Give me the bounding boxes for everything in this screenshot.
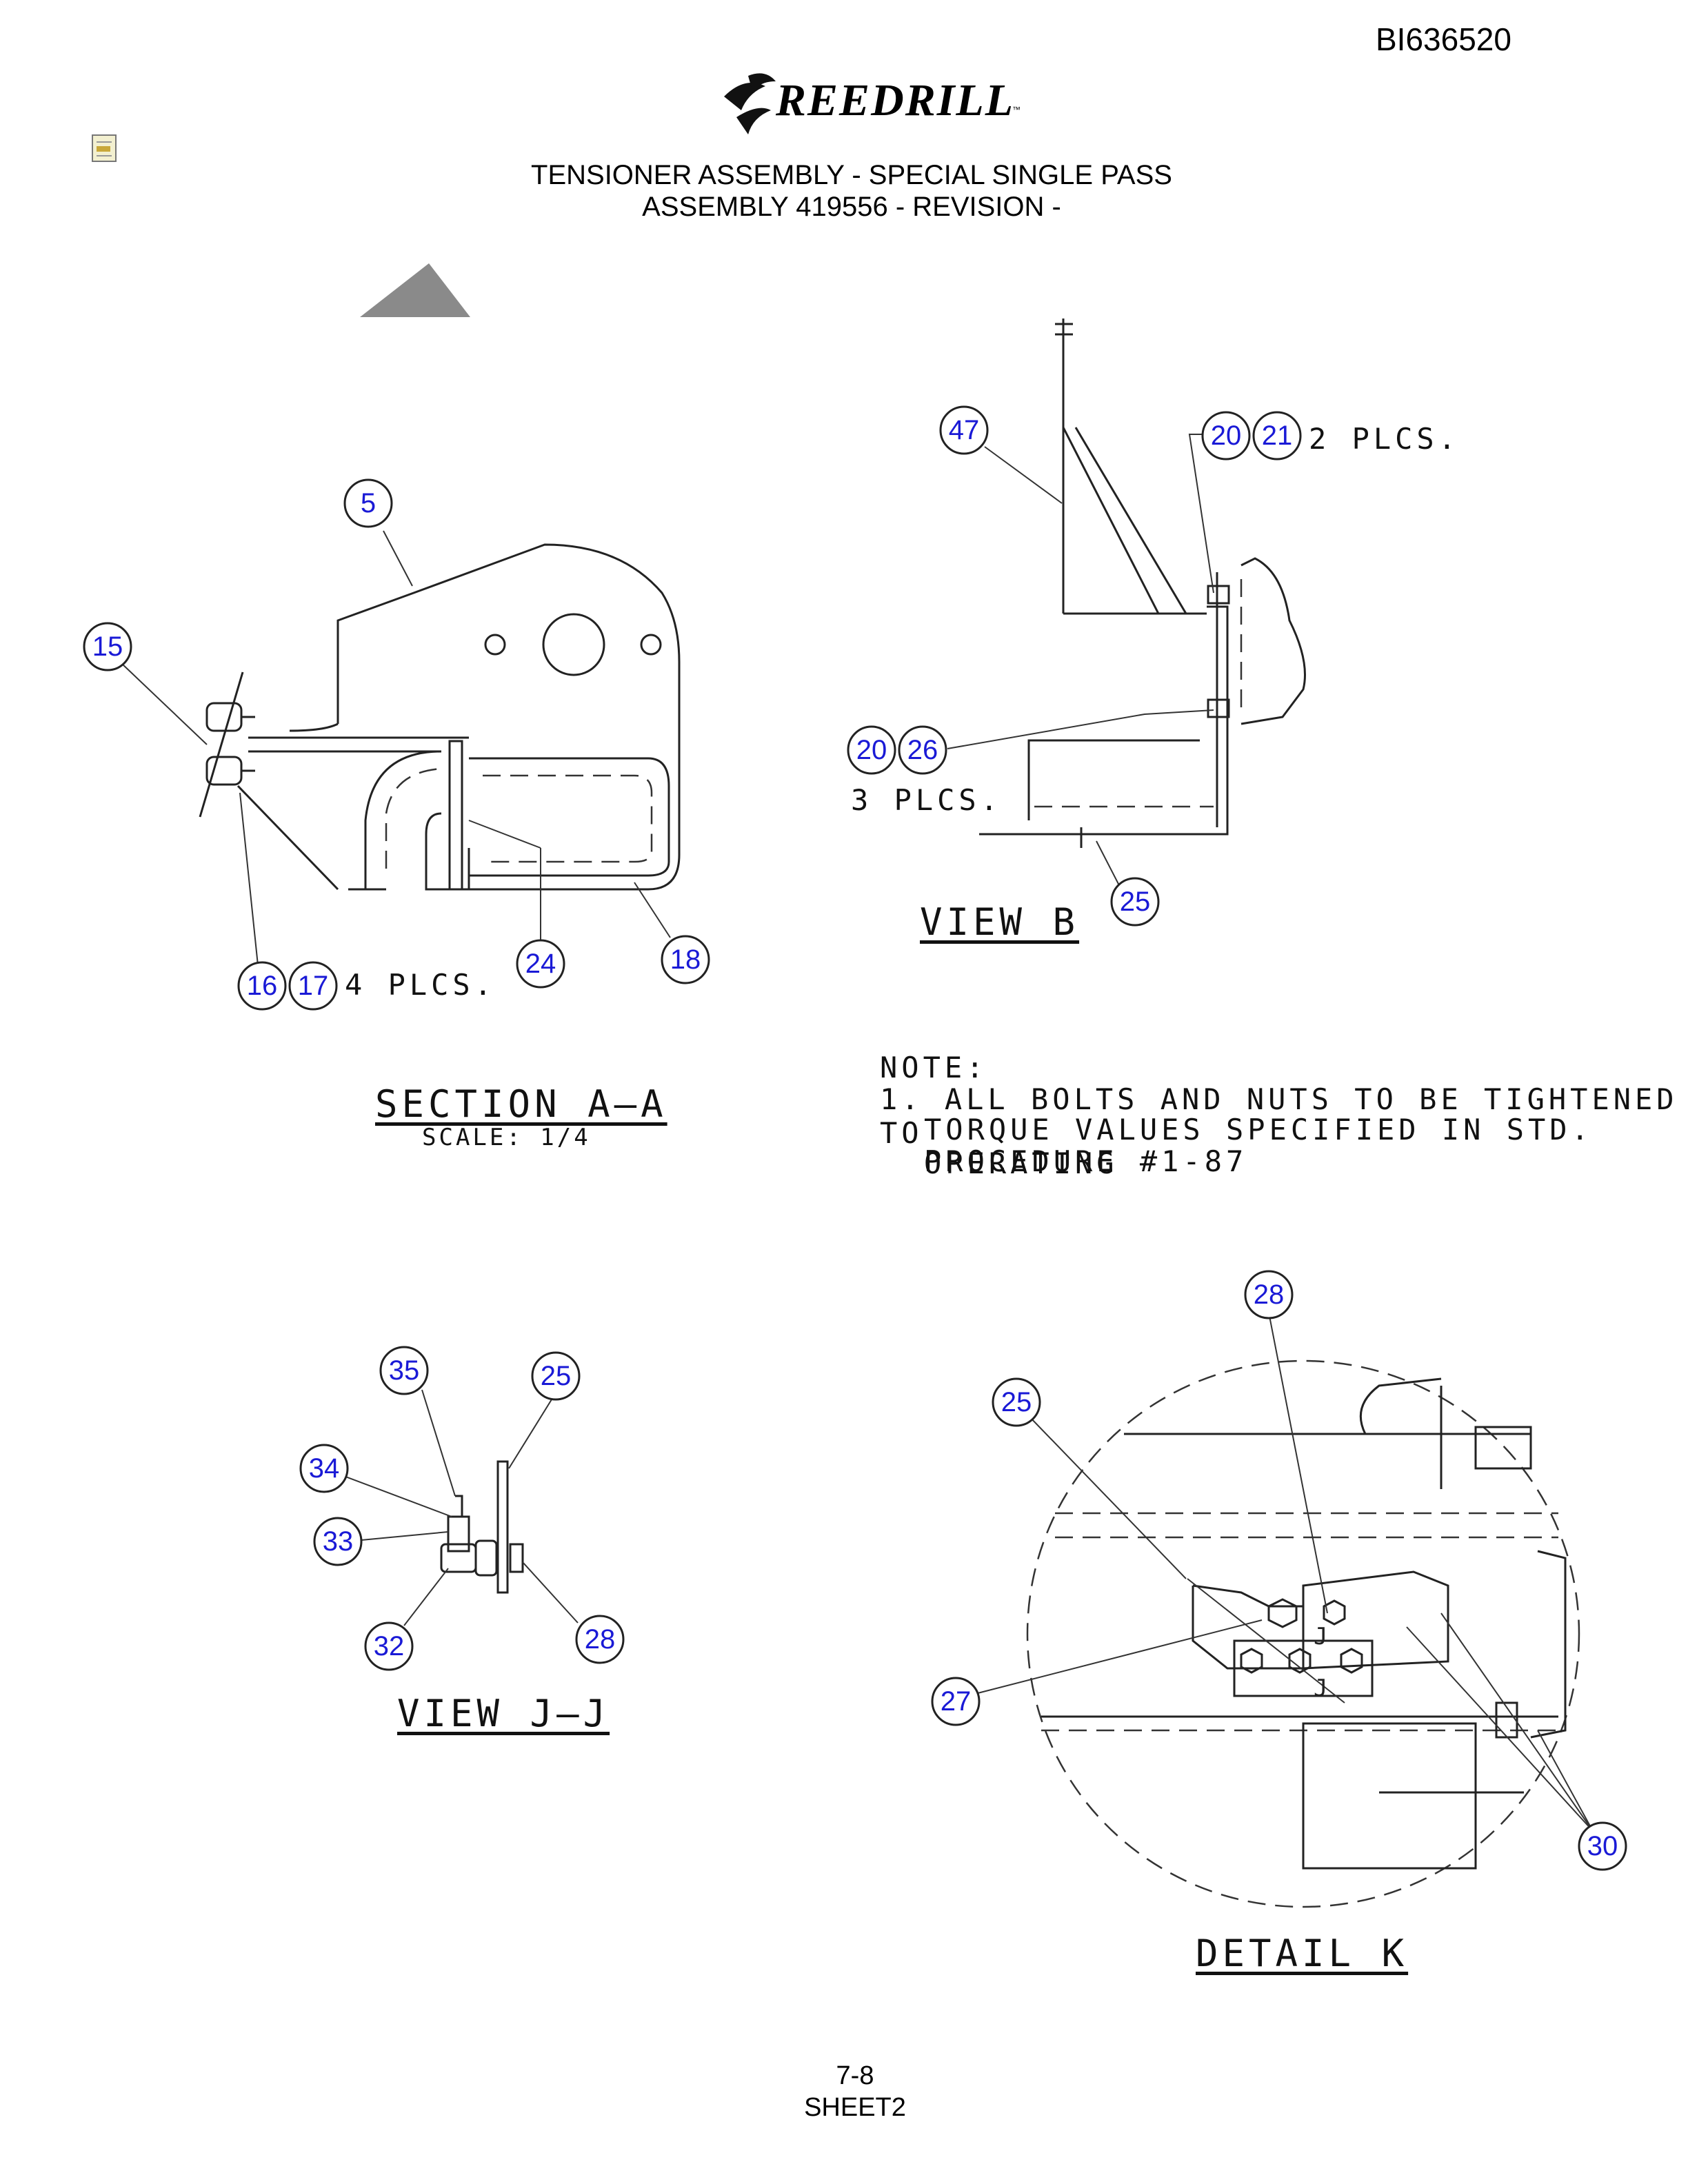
balloon-20-bottom[interactable]: 20 xyxy=(847,725,896,775)
svg-text:47: 47 xyxy=(949,415,980,445)
balloon-32[interactable]: 32 xyxy=(364,1621,414,1671)
detail-k-marker-j-top: J xyxy=(1314,1623,1327,1650)
page-number: 7-8 xyxy=(836,2061,874,2090)
svg-text:26: 26 xyxy=(907,735,938,765)
detail-k-drawing xyxy=(977,1312,1594,1908)
balloon-28-detail-k[interactable]: 28 xyxy=(1244,1270,1294,1320)
sheet-number: SHEET2 xyxy=(804,2093,906,2122)
svg-text:25: 25 xyxy=(541,1361,572,1391)
balloon-25-view-b[interactable]: 25 xyxy=(1110,877,1160,927)
balloon-15[interactable]: 15 xyxy=(83,622,132,671)
svg-text:20: 20 xyxy=(856,735,887,765)
balloon-28-view-jj[interactable]: 28 xyxy=(575,1615,625,1664)
svg-text:32: 32 xyxy=(374,1631,405,1661)
detail-k-marker-j-bottom: J xyxy=(1314,1675,1327,1702)
logo-trademark: ™ xyxy=(1012,105,1021,114)
svg-text:15: 15 xyxy=(92,631,123,662)
svg-text:21: 21 xyxy=(1262,421,1293,451)
grey-triangle-marker xyxy=(360,263,470,317)
note-4-plcs: 4 PLCS. xyxy=(345,968,496,1002)
balloon-30[interactable]: 30 xyxy=(1578,1821,1627,1871)
svg-text:30: 30 xyxy=(1587,1831,1618,1861)
view-jj-drawing xyxy=(341,1389,579,1626)
balloon-27[interactable]: 27 xyxy=(931,1677,981,1726)
svg-text:18: 18 xyxy=(670,944,701,975)
document-icon[interactable] xyxy=(92,134,117,162)
svg-text:16: 16 xyxy=(247,971,278,1001)
balloon-26[interactable]: 26 xyxy=(898,725,947,775)
note-heading: NOTE: xyxy=(880,1051,988,1084)
balloon-35[interactable]: 35 xyxy=(379,1346,429,1395)
svg-text:17: 17 xyxy=(298,971,329,1001)
section-aa-title: SECTION A–A xyxy=(375,1082,667,1126)
note-2-plcs: 2 PLCS. xyxy=(1309,422,1460,456)
balloon-20-top[interactable]: 20 xyxy=(1201,411,1251,461)
note-line-3: PROCEDURE #1-87 xyxy=(924,1144,1248,1178)
svg-text:25: 25 xyxy=(1001,1387,1032,1417)
section-aa-scale: SCALE: 1/4 xyxy=(422,1124,591,1151)
note-3-plcs: 3 PLCS. xyxy=(851,783,1003,817)
assembly-number: ASSEMBLY 419556 - REVISION - xyxy=(642,192,1061,222)
reedrill-logo-icon xyxy=(724,73,776,134)
balloon-25-view-jj[interactable]: 25 xyxy=(531,1351,581,1401)
note-line-1: 1. ALL BOLTS AND NUTS TO BE TIGHTENED TO xyxy=(880,1082,1678,1150)
note-line-2: TORQUE VALUES SPECIFIED IN STD. OPERATIN… xyxy=(924,1113,1593,1180)
balloon-16[interactable]: 16 xyxy=(237,961,287,1011)
svg-text:33: 33 xyxy=(323,1526,354,1557)
balloon-33[interactable]: 33 xyxy=(313,1517,363,1566)
view-jj-title: VIEW J–J xyxy=(397,1692,610,1735)
view-b-drawing xyxy=(947,318,1306,890)
svg-text:25: 25 xyxy=(1120,887,1151,917)
svg-text:28: 28 xyxy=(585,1624,616,1655)
detail-k-title: DETAIL K xyxy=(1196,1932,1409,1975)
balloon-18[interactable]: 18 xyxy=(661,935,710,984)
document-id: BI636520 xyxy=(1376,21,1511,57)
view-b-title: VIEW B xyxy=(920,900,1080,944)
balloon-34[interactable]: 34 xyxy=(299,1444,349,1493)
balloon-47[interactable]: 47 xyxy=(939,405,989,455)
svg-text:28: 28 xyxy=(1254,1280,1285,1310)
svg-text:34: 34 xyxy=(309,1453,340,1484)
svg-text:24: 24 xyxy=(525,949,556,979)
svg-text:27: 27 xyxy=(941,1686,972,1717)
svg-text:20: 20 xyxy=(1211,421,1242,451)
balloon-17[interactable]: 17 xyxy=(288,961,338,1011)
svg-text:35: 35 xyxy=(389,1355,420,1386)
section-aa-drawing xyxy=(121,530,681,966)
balloon-5[interactable]: 5 xyxy=(343,478,393,528)
balloon-24[interactable]: 24 xyxy=(516,939,565,989)
drawing-title: TENSIONER ASSEMBLY - SPECIAL SINGLE PASS xyxy=(531,160,1172,190)
balloon-25-detail-k[interactable]: 25 xyxy=(992,1377,1041,1427)
balloon-21[interactable]: 21 xyxy=(1252,411,1302,461)
svg-text:5: 5 xyxy=(361,488,376,518)
reedrill-logo-text: REEDRILL xyxy=(776,75,1015,125)
